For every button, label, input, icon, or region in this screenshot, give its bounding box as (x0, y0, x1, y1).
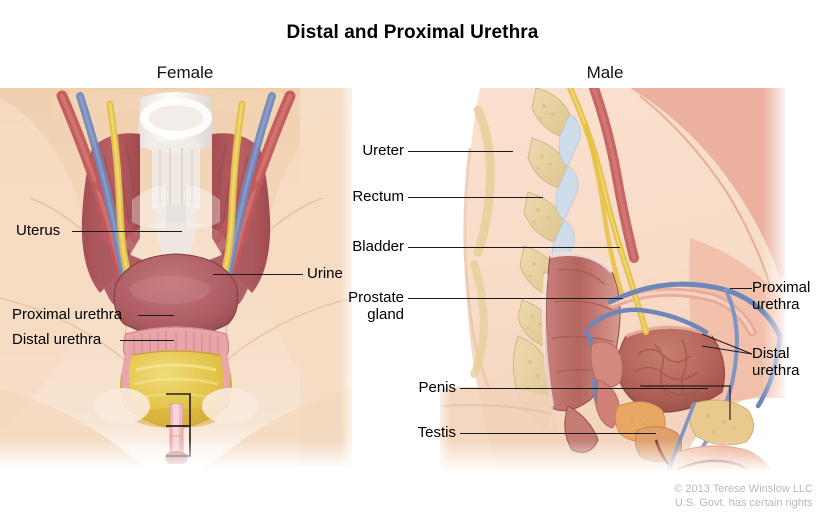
leader-bladder (408, 247, 620, 248)
label-uterus: Uterus (16, 222, 61, 239)
leader-prostate-gland (408, 298, 623, 299)
copyright-notice: © 2013 Terese Winslow LLC U.S. Govt. has… (674, 482, 813, 510)
label-testis: Testis (417, 424, 456, 441)
bracket-proximal-male (640, 385, 731, 420)
label-bladder: Bladder (352, 238, 404, 255)
copyright-line-1: © 2013 Terese Winslow LLC (674, 483, 813, 495)
leader-penis (460, 388, 708, 389)
label-female-distal-urethra: Distal urethra (12, 331, 102, 348)
label-ureter: Ureter (362, 142, 404, 159)
panel-title-female: Female (156, 63, 214, 82)
label-rectum: Rectum (352, 188, 404, 205)
leader-female-proximal-urethra (138, 315, 174, 316)
male-anatomy-illustration (440, 88, 785, 473)
label-prostate-gland-line1: Prostate (348, 289, 404, 306)
leader-male-distal-urethra (701, 333, 753, 355)
page-title: Distal and Proximal Urethra (286, 22, 539, 43)
male-panel-right-fade (762, 88, 802, 478)
label-male-distal-urethra-line1: Distal (752, 345, 790, 362)
label-urine: Urine (307, 265, 343, 282)
panel-title-male: Male (586, 63, 624, 82)
leader-testis (460, 433, 656, 434)
leader-urine (213, 274, 303, 275)
female-panel-fade (340, 88, 362, 473)
label-male-proximal-urethra-line1: Proximal (752, 279, 811, 296)
uterus-organ (113, 253, 239, 339)
leader-rectum (408, 197, 543, 198)
leader-uterus (72, 231, 182, 232)
leader-ureter (408, 151, 513, 152)
female-panel-bottom-fade (0, 440, 360, 480)
label-female-proximal-urethra: Proximal urethra (12, 306, 123, 323)
male-panel-left-fade (430, 88, 450, 478)
male-urethra-brackets (640, 385, 731, 420)
label-male-proximal-urethra-line2: urethra (752, 296, 800, 313)
male-panel-bottom-fade (440, 440, 790, 480)
label-male-distal-urethra-line2: urethra (752, 362, 800, 379)
label-prostate-gland-line2: gland (367, 306, 404, 323)
leader-female-distal-urethra (120, 340, 174, 341)
copyright-line-2: U.S. Govt. has certain rights (674, 497, 813, 509)
label-penis: Penis (418, 379, 456, 396)
leader-male-proximal-urethra (730, 288, 752, 289)
